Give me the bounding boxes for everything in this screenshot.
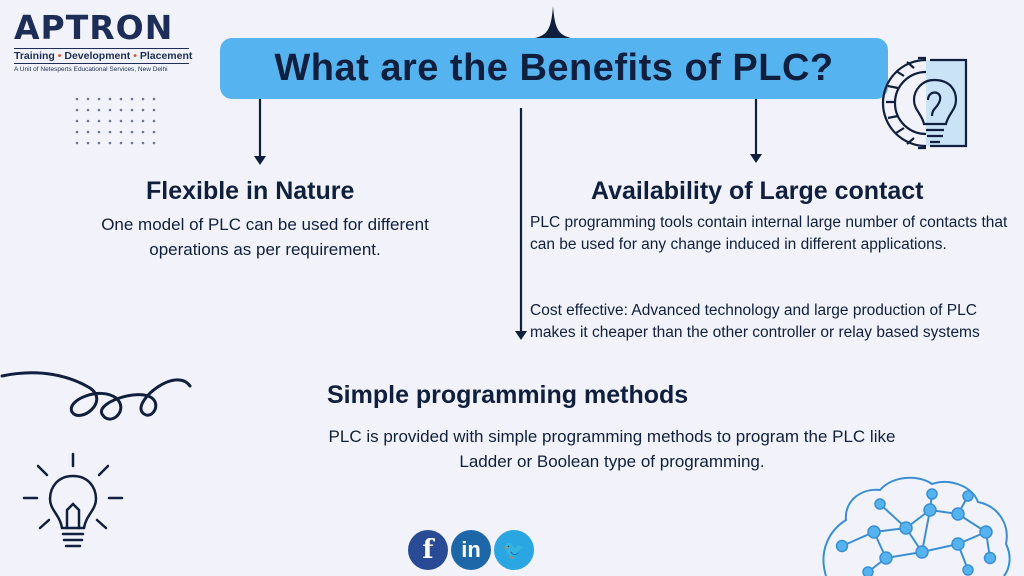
social-links: f in 🐦	[408, 527, 540, 573]
logo-tagline: Training • Development • Placement	[14, 48, 192, 64]
facebook-icon[interactable]: f	[408, 530, 448, 570]
title-banner: What are the Benefits of PLC?	[220, 38, 888, 99]
brain-network-illustration	[822, 476, 1011, 576]
tagline-placement: Placement	[139, 50, 193, 62]
page-title: What are the Benefits of PLC?	[274, 47, 834, 89]
flexible-heading: Flexible in Nature	[146, 177, 355, 205]
tagline-bullet: •	[57, 50, 62, 62]
dot-grid-decoration	[75, 97, 156, 145]
tagline-bullet: •	[133, 50, 137, 62]
lightbulb-icon	[22, 452, 124, 548]
aptron-logo[interactable]: APTRON Training • Development • Placemen…	[14, 8, 192, 73]
flexible-body: One model of PLC can be used for differe…	[101, 215, 429, 259]
linkedin-icon[interactable]: in	[451, 530, 491, 570]
simple-programming-heading: Simple programming methods	[327, 381, 689, 409]
gear-bulb-icon	[881, 56, 968, 150]
simple-programming-body: PLC is provided with simple programming …	[328, 427, 896, 471]
logo-subtitle: A Unit of Netesperts Educational Service…	[14, 66, 168, 73]
tagline-training: Training	[14, 50, 55, 62]
availability-heading: Availability of Large contact	[591, 177, 924, 205]
cost-effective-body: Cost effective: Advanced technology and …	[530, 302, 980, 341]
squiggle-decoration	[0, 371, 192, 421]
twitter-icon[interactable]: 🐦	[494, 530, 534, 570]
tagline-development: Development	[64, 50, 131, 62]
logo-brand: APTRON	[14, 8, 174, 47]
availability-body: PLC programming tools contain internal l…	[530, 214, 1008, 253]
